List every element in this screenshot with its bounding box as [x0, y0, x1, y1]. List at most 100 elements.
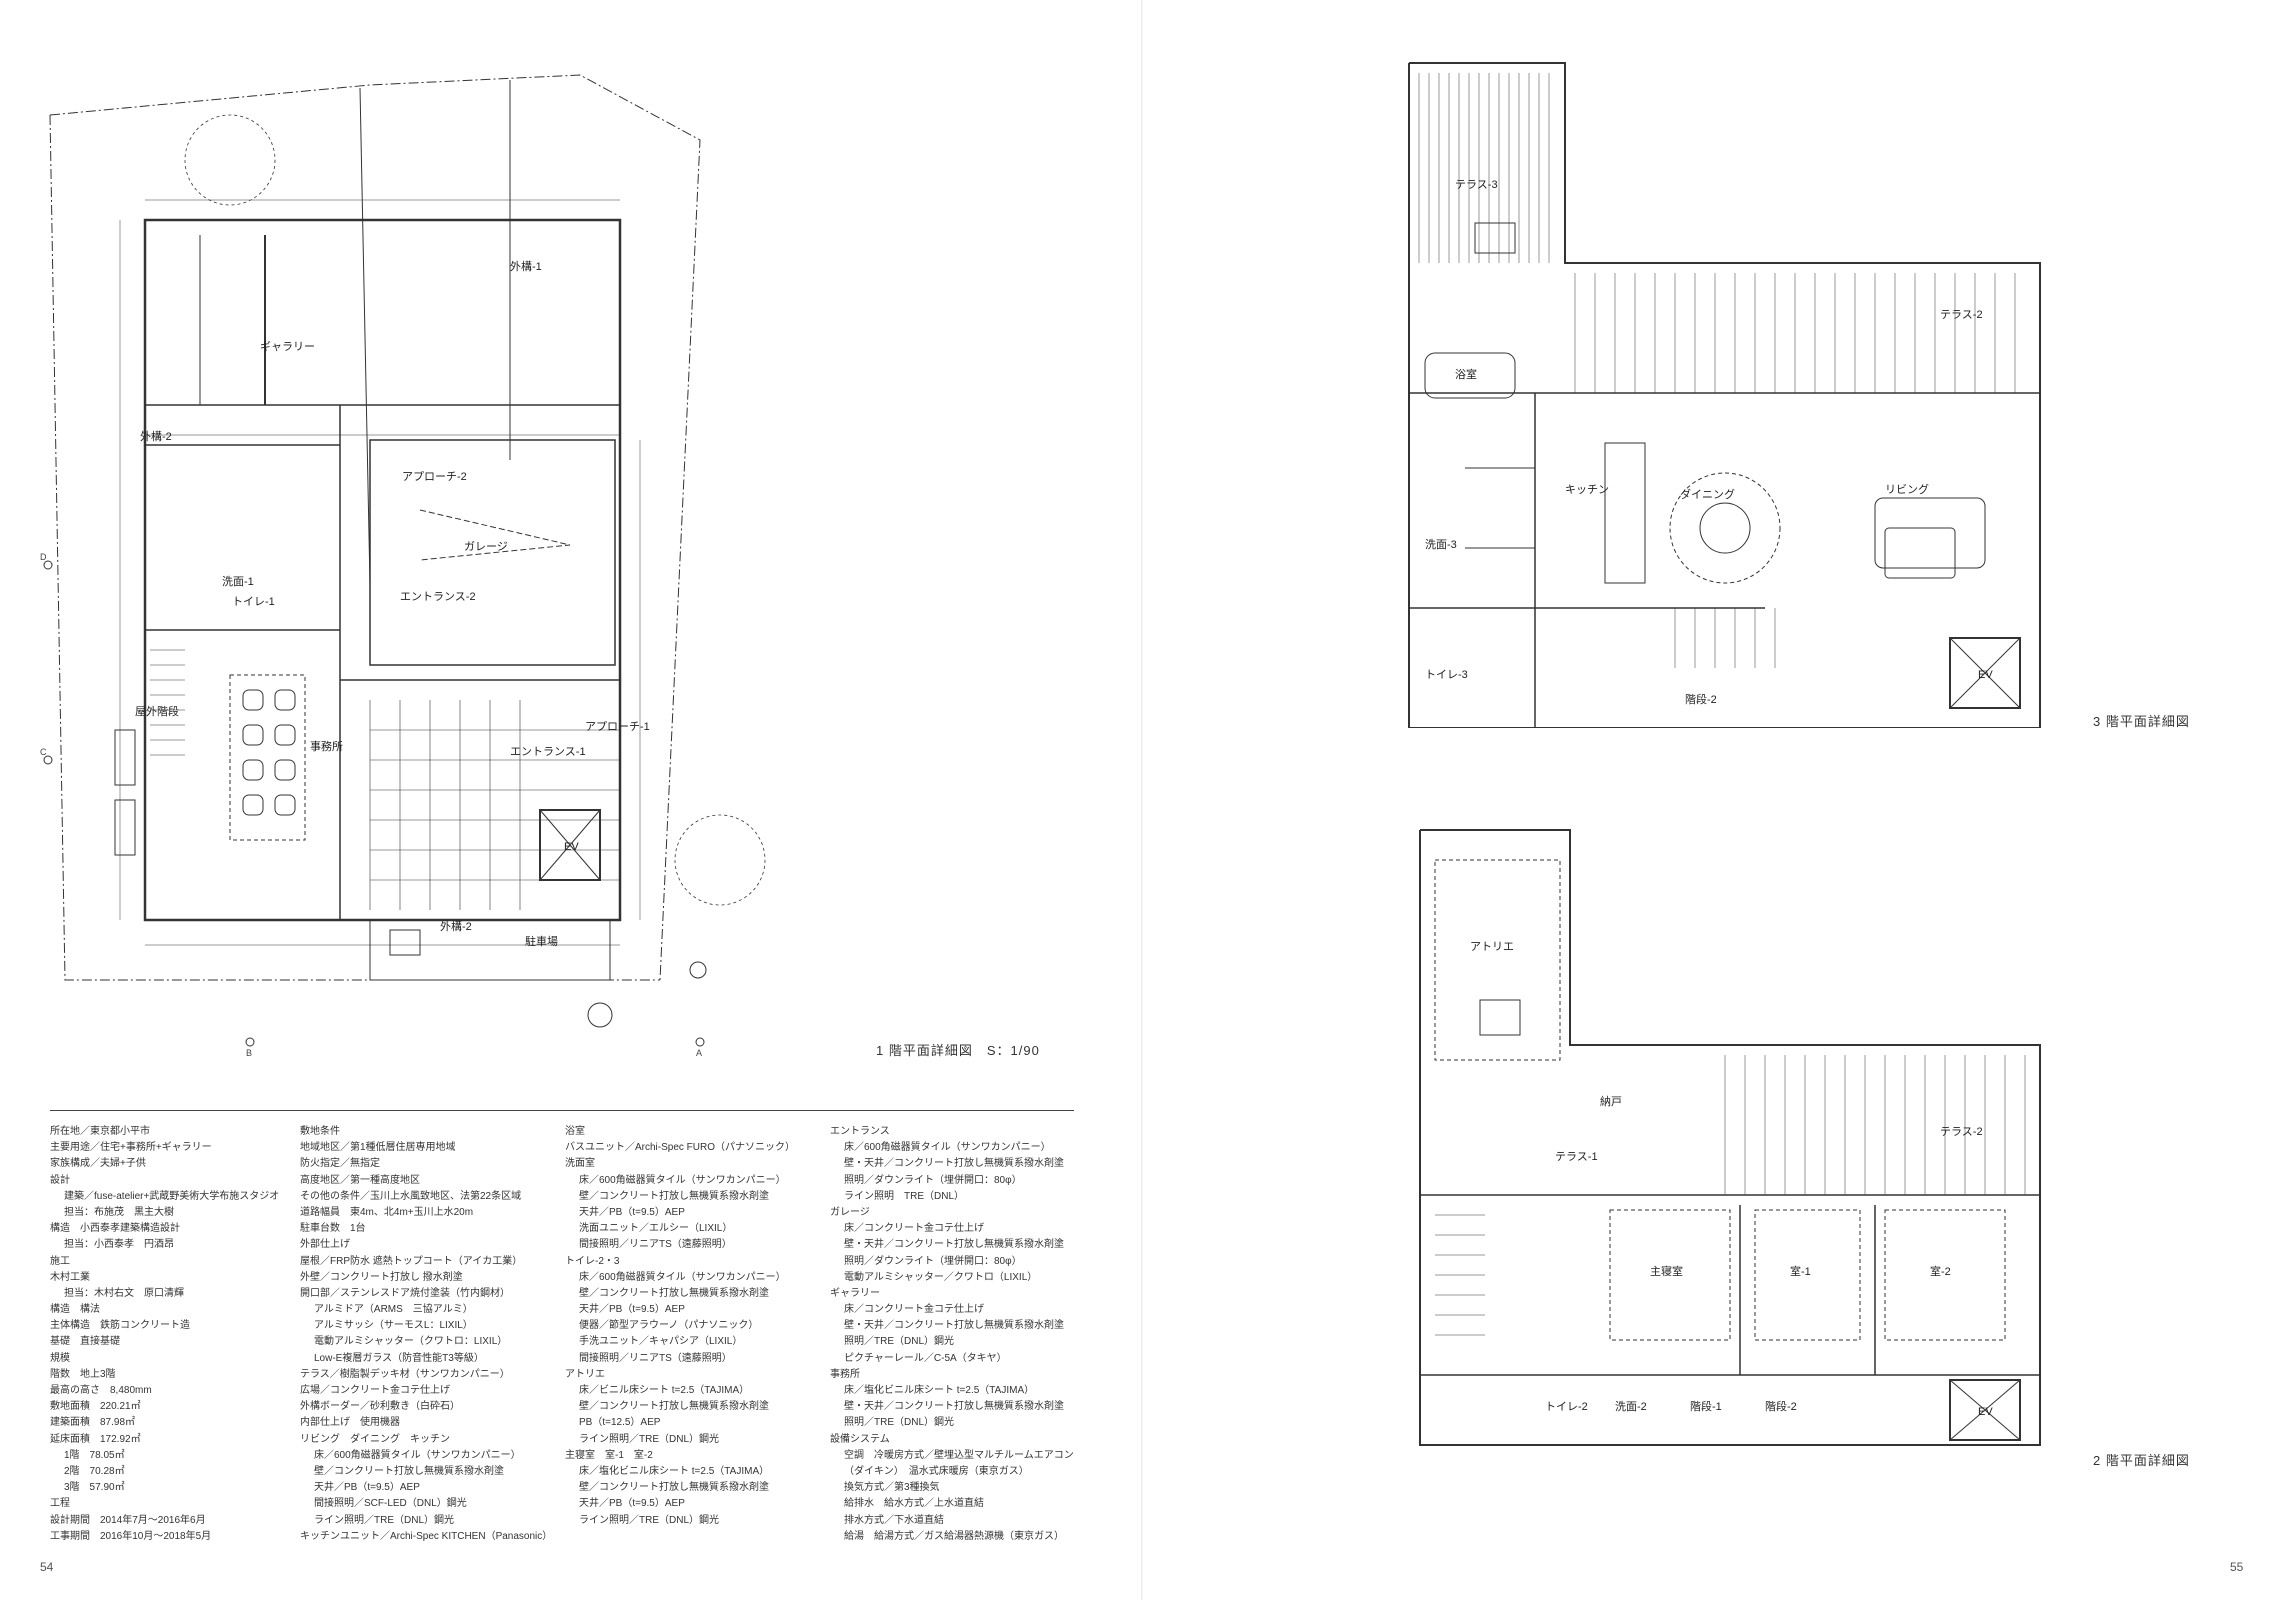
spec-line: 事務所: [830, 1368, 860, 1380]
spec-line: 洗面室: [565, 1158, 595, 1170]
room-atelier: アトリエ: [1470, 941, 1514, 953]
spec-column-3: 浴室バスユニット／Archi-Spec FURO（パナソニック）洗面室床／600…: [565, 1124, 820, 1545]
spec-line: アルミサッシ（サーモスL：LIXIL）: [314, 1320, 473, 1332]
spec-line: 浴室: [565, 1126, 585, 1137]
spec-line: 便器／節型アラウーノ（パナソニック）: [579, 1320, 759, 1332]
spec-line: 構造 構法: [50, 1304, 100, 1316]
spec-line: 外部仕上げ: [300, 1239, 350, 1251]
spec-line: 担当：木村右文 原口清輝: [64, 1287, 184, 1299]
spec-line: 構造 小西泰孝建築構造設計: [50, 1223, 180, 1235]
marker-a: A: [696, 1048, 702, 1058]
spec-line: 天井／PB（t=9.5）AEP: [314, 1482, 420, 1494]
spec-line: 外壁／コンクリート打放し 撥水剤塗: [300, 1271, 463, 1283]
spec-line: 壁・天井／コンクリート打放し無機質系撥水剤塗: [844, 1401, 1064, 1413]
spec-line: 道路幅員 東4m、北4m+玉川上水20m: [300, 1206, 474, 1218]
spec-line: ガレージ: [830, 1206, 870, 1218]
spec-line: 壁・天井／コンクリート打放し無機質系撥水剤塗: [844, 1239, 1064, 1251]
spec-line: 3階 57.90㎡: [64, 1482, 125, 1494]
spec-line: 洗面ユニット／エルシー（LIXIL）: [579, 1223, 733, 1235]
room-stair1: 階段-1: [1690, 1399, 1722, 1413]
spec-line: エントランス: [830, 1126, 890, 1137]
spec-line: 壁／コンクリート打放し無機質系撥水剤塗: [579, 1401, 769, 1413]
spec-line: 床／塩化ビニル床シート t=2.5（TAJIMA）: [579, 1465, 770, 1477]
room-gaiko2-top: 外構-2: [140, 430, 172, 443]
room-room2: 室-2: [1930, 1264, 1951, 1278]
room-senmen1: 洗面-1: [222, 575, 254, 588]
spec-line: 壁／コンクリート打放し無機質系撥水剤塗: [579, 1287, 769, 1299]
spec-line: 広場／コンクリート金コテ仕上げ: [300, 1385, 450, 1396]
spec-line: リビング ダイニング キッチン: [300, 1433, 450, 1445]
marker-b: B: [246, 1048, 252, 1058]
spec-line: 工事期間 2016年10月〜2018年5月: [50, 1530, 212, 1542]
marker-c: C: [40, 747, 47, 757]
spec-line: 壁／コンクリート打放し無機質系撥水剤塗: [579, 1190, 769, 1202]
spec-line: ライン照明／TRE（DNL）鋼光: [579, 1514, 720, 1526]
room-toilet3: トイレ-3: [1425, 669, 1468, 681]
spec-line: キッチンユニット／Archi-Spec KITCHEN（Panasonic）: [300, 1530, 553, 1542]
room-outdoor-stair: 屋外階段: [135, 704, 179, 718]
room-toilet2: トイレ-2: [1545, 1401, 1588, 1413]
spec-line: 工程: [50, 1498, 70, 1510]
spec-line: 電動アルミシャッター（クワトロ：LIXIL）: [314, 1336, 508, 1348]
room-senmen3: 洗面-3: [1425, 538, 1457, 551]
room-terrace1: テラス-1: [1555, 1151, 1598, 1163]
spec-line: 床／600角磁器質タイル（サンワカンパニー）: [844, 1142, 1051, 1154]
spec-line: 間接照明／リニアTS（遠藤照明）: [579, 1239, 732, 1251]
spec-line: 防火指定／無指定: [300, 1158, 380, 1170]
spec-line: 壁・天井／コンクリート打放し無機質系撥水剤塗: [844, 1320, 1064, 1332]
spec-line: バスユニット／Archi-Spec FURO（パナソニック）: [565, 1142, 796, 1154]
floor-plan-1f: ギャラリー 外構-1 外構-2 アプローチ-2 ガレージ エントランス-2 洗面…: [40, 40, 1100, 1060]
spec-line: 階数 地上3階: [50, 1368, 116, 1380]
spec-line: 所在地／東京都小平市: [50, 1126, 150, 1137]
room-garage: ガレージ: [464, 540, 508, 553]
spec-line: 2階 70.28㎡: [64, 1465, 125, 1477]
spec-line: ライン照明／TRE（DNL）鋼光: [314, 1514, 455, 1526]
room-dining: ダイニング: [1680, 487, 1735, 501]
spec-line: 基礎 直接基礎: [50, 1336, 120, 1348]
spec-line: 給湯 給湯方式／ガス給湯器熱源機（東京ガス）: [844, 1530, 1064, 1542]
spec-line: 床／塩化ビニル床シート t=2.5（TAJIMA）: [844, 1385, 1035, 1396]
room-kitchen: キッチン: [1565, 483, 1609, 496]
room-gallery: ギャラリー: [260, 340, 315, 353]
page-number-right: 55: [2230, 1560, 2244, 1574]
spec-line: 給排水 給水方式／上水道直結: [844, 1498, 984, 1510]
spec-line: 主体構造 鉄筋コンクリート造: [50, 1320, 190, 1332]
spec-line: 主要用途／住宅+事務所+ギャラリー: [50, 1142, 212, 1154]
room-room1: 室-1: [1790, 1264, 1811, 1278]
spec-line: 高度地区／第一種高度地区: [300, 1174, 420, 1186]
spec-line: 設計: [50, 1174, 70, 1186]
floor-plan-3f: テラス-3 テラス-2 浴室 キッチン ダイニング リビング 洗面-3 トイレ-…: [1395, 48, 2055, 728]
spec-line: 建築面積 87.98㎡: [50, 1417, 136, 1429]
spec-line: 延床面積 172.92㎡: [50, 1433, 141, 1445]
spec-line: 照明／ダウンライト（埋併開口：80φ）: [844, 1174, 1022, 1186]
spec-line: 天井／PB（t=9.5）AEP: [579, 1206, 685, 1218]
room-gaiko1: 外構-1: [510, 260, 542, 273]
spec-line: 木村工業: [50, 1271, 90, 1283]
spec-line: 電動アルミシャッター／クワトロ（LIXIL）: [844, 1271, 1038, 1283]
spec-line: 内部仕上げ 使用機器: [300, 1417, 400, 1429]
spec-line: 天井／PB（t=9.5）AEP: [579, 1304, 685, 1316]
spec-divider: [50, 1110, 1074, 1111]
spec-line: 換気方式／第3種換気: [844, 1482, 940, 1494]
spec-line: ライン照明 TRE（DNL）: [844, 1190, 965, 1202]
floor-plan-2f-drawing: アトリエ 納戸 テラス-1 テラス-2 主寝室 室-1 室-2 トイレ-2 洗面…: [1419, 829, 2041, 1446]
spec-line: ピクチャーレール／C-5A（タキヤ）: [844, 1352, 1007, 1364]
spec-line: 家族構成／夫婦+子供: [50, 1158, 146, 1170]
spec-line: 壁／コンクリート打放し無機質系撥水剤塗: [314, 1465, 504, 1477]
spec-line: 間接照明／リニアTS（遠藤照明）: [579, 1352, 732, 1364]
spec-line: その他の条件／玉川上水風致地区、法第22条区域: [300, 1190, 522, 1202]
room-entrance2: エントランス-2: [400, 591, 476, 603]
floor-plan-3f-drawing: テラス-3 テラス-2 浴室 キッチン ダイニング リビング 洗面-3 トイレ-…: [1408, 62, 2041, 728]
room-terrace2-3f: テラス-2: [1940, 309, 1983, 321]
spec-line: テラス／樹脂製デッキ材（サンワカンパニー）: [300, 1368, 510, 1380]
spec-line: 1階 78.05㎡: [64, 1449, 125, 1461]
spec-line: アトリエ: [565, 1368, 605, 1380]
spec-line: 担当：布施茂 黒主大樹: [64, 1206, 174, 1218]
spec-line: 空調 冷暖房方式／壁埋込型マルチルームエアコン: [844, 1449, 1074, 1461]
spec-line: （ダイキン） 温水式床暖房（東京ガス）: [844, 1465, 1029, 1477]
spec-line: 駐車台数 1台: [300, 1223, 366, 1235]
room-master: 主寝室: [1650, 1264, 1683, 1278]
room-senmen2: 洗面-2: [1615, 1400, 1647, 1413]
spec-line: 床／600角磁器質タイル（サンワカンパニー）: [314, 1449, 521, 1461]
